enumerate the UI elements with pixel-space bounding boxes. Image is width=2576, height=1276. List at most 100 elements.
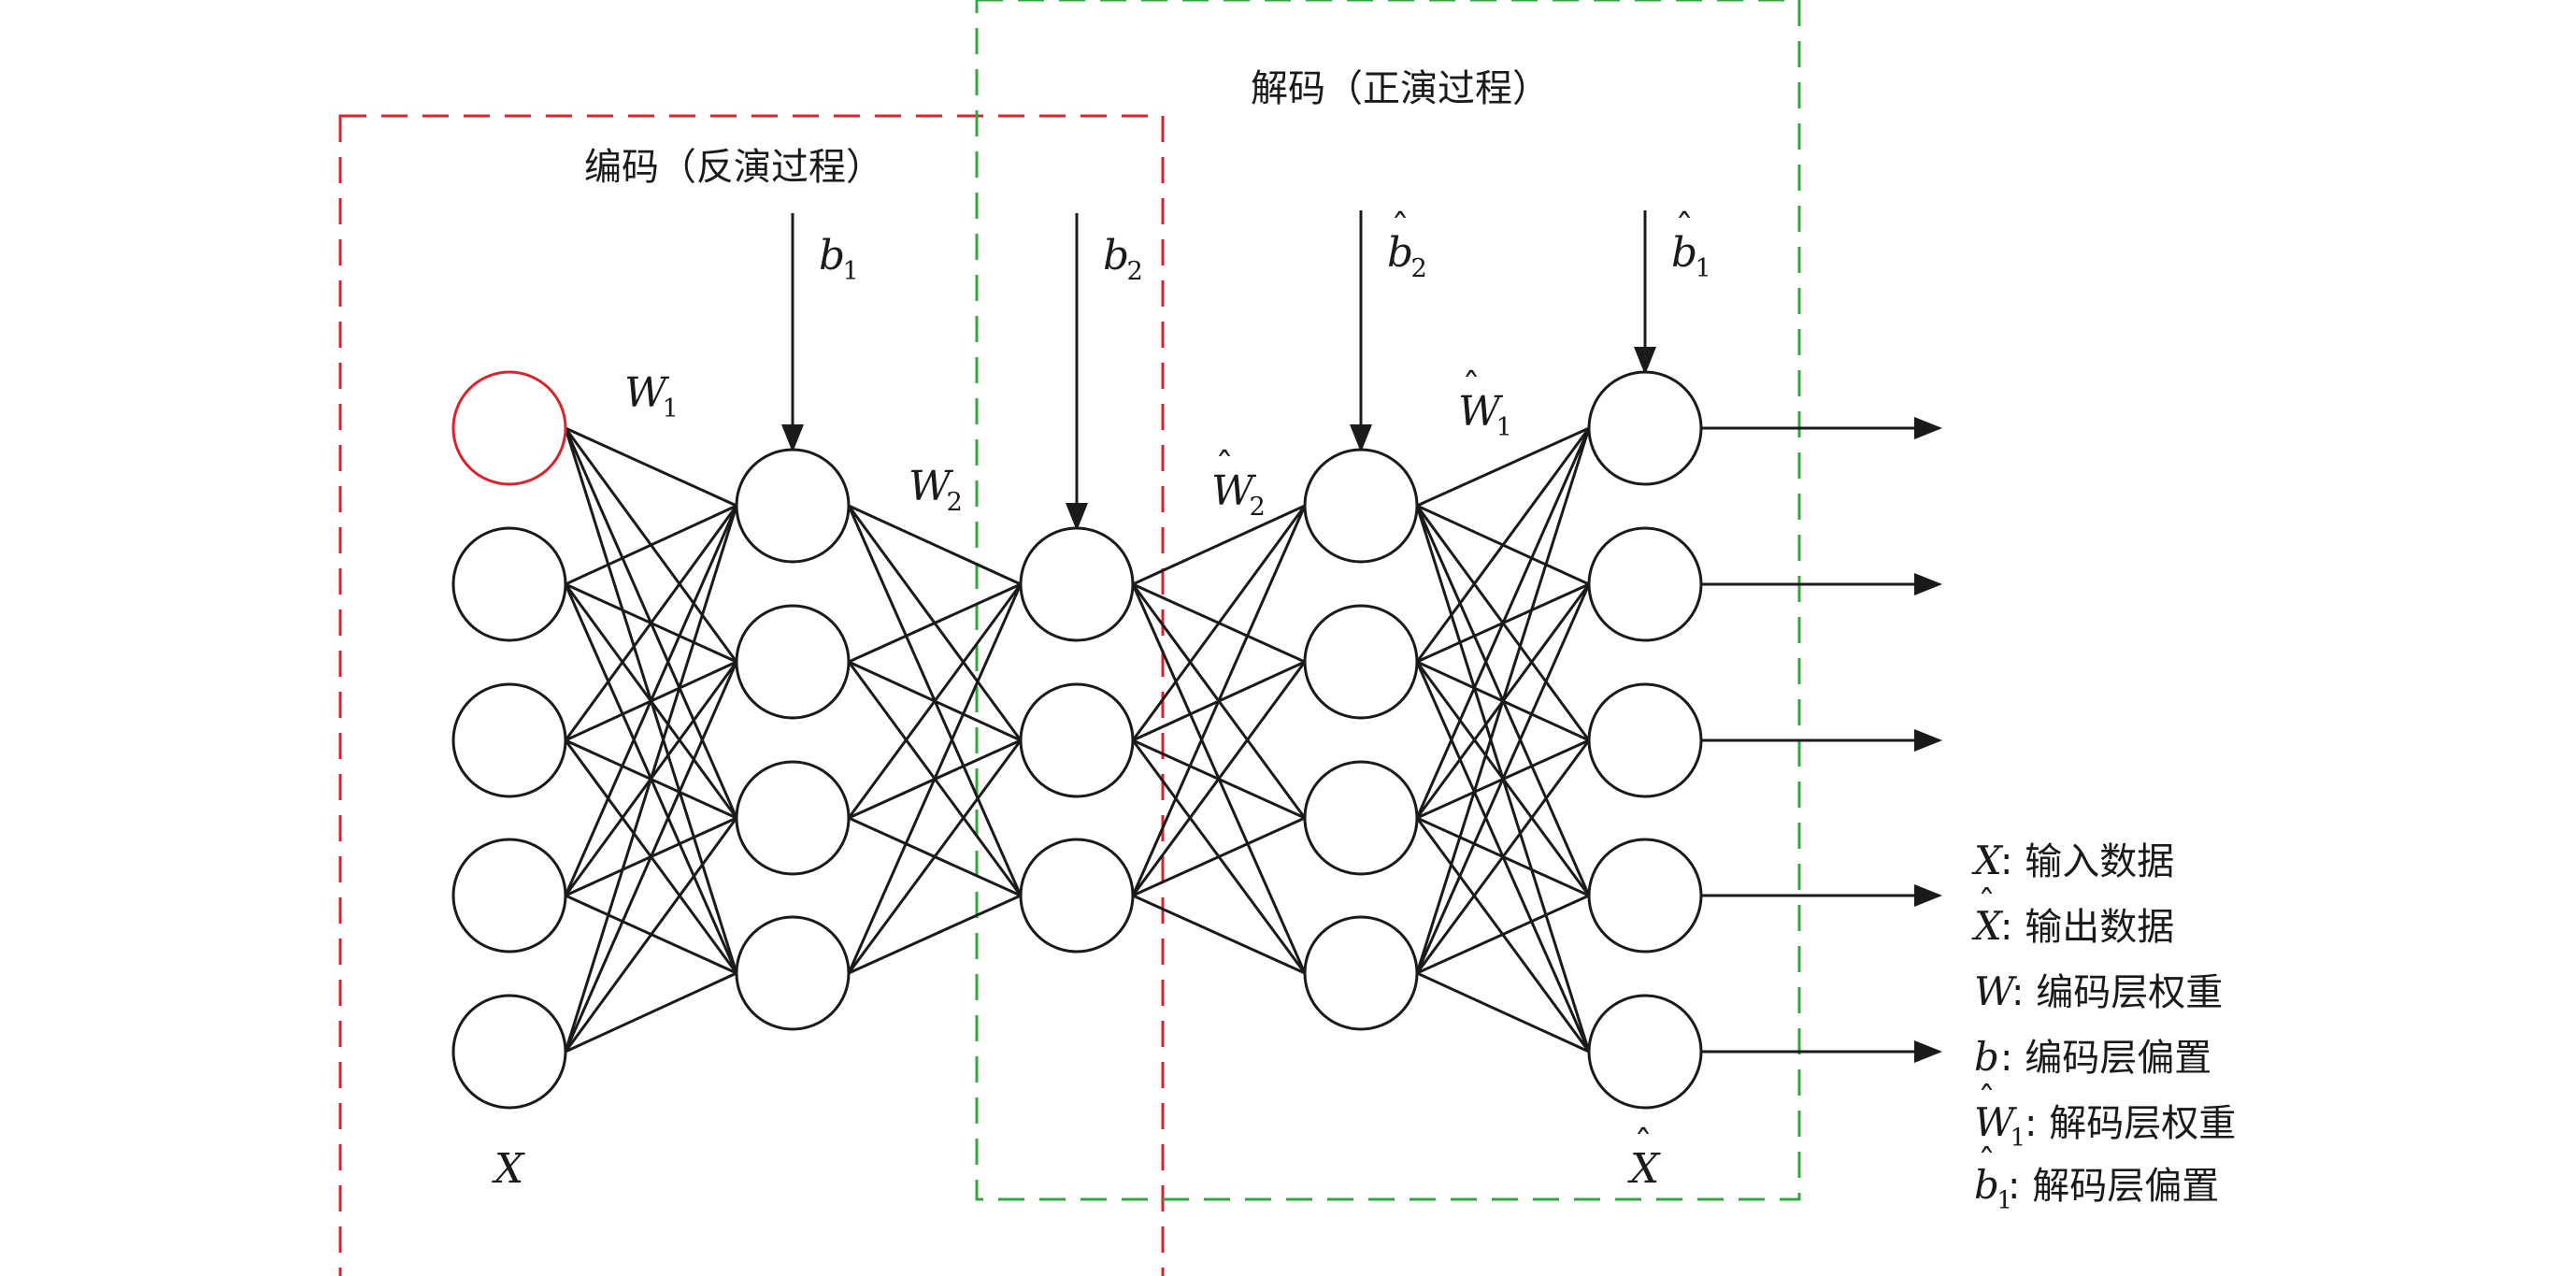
svg-text:b: b	[819, 232, 845, 280]
legend-symbol: Wˆ1	[1974, 1079, 2025, 1153]
neuron-node	[1019, 682, 1135, 798]
edge	[1416, 894, 1590, 975]
bias-label: bˆ2	[1387, 208, 1427, 283]
legend-symbol: X	[1971, 838, 2004, 883]
neuron-node	[1587, 994, 1703, 1110]
weight-label: W1	[624, 369, 679, 423]
edge	[564, 505, 738, 896]
legend-symbol: Xˆ	[1971, 882, 2004, 949]
legend-text: : 解码层权重	[2025, 1102, 2236, 1145]
edge	[1131, 505, 1307, 741]
svg-text:X: X	[1627, 1145, 1661, 1193]
svg-text:1: 1	[843, 257, 859, 286]
edge	[565, 504, 737, 586]
neuron-node	[1019, 838, 1135, 953]
hat-mark: ˆ	[1978, 882, 1996, 924]
neuron-node	[1587, 838, 1703, 953]
edge	[1132, 816, 1306, 897]
svg-text:1: 1	[662, 394, 678, 423]
legend-symbol: b	[1974, 1034, 1999, 1080]
edge	[1415, 583, 1591, 974]
hat-mark: ˆ	[1675, 208, 1694, 251]
neuron-nodes	[451, 370, 1703, 1110]
svg-text:b: b	[1671, 229, 1697, 277]
neuron-node	[735, 760, 851, 876]
decoder-box	[975, 0, 1801, 1201]
edge	[847, 583, 1023, 974]
edge	[1415, 427, 1591, 663]
bias-label: b2	[1103, 232, 1143, 286]
svg-text:1: 1	[1496, 413, 1511, 442]
encoder-title: 编码（反演过程）	[584, 146, 883, 189]
weight-label: Wˆ2	[1211, 446, 1266, 522]
legend-symbol: bˆ1	[1974, 1141, 2012, 1215]
neuron-node	[451, 682, 567, 798]
svg-text:1: 1	[2011, 1125, 2026, 1153]
neuron-node	[451, 526, 567, 642]
edge	[847, 583, 1023, 819]
edge	[1415, 427, 1591, 819]
legend-text: : 输入数据	[2000, 840, 2174, 883]
legend-entry: bˆ1: 解码层偏置	[1974, 1141, 2219, 1215]
neuron-node	[1587, 370, 1703, 486]
hat-mark: ˆ	[1634, 1124, 1653, 1167]
edge	[564, 505, 738, 741]
highlighted-input-node	[451, 370, 567, 486]
edge	[564, 817, 738, 1053]
legend-symbol: W	[1974, 968, 2018, 1014]
svg-text:X: X	[1971, 838, 2004, 883]
legend-text: : 编码层权重	[2011, 971, 2223, 1014]
edge	[1132, 504, 1306, 586]
svg-text:W: W	[1974, 1099, 2018, 1145]
neuron-node	[1303, 915, 1419, 1031]
neuron-node	[735, 915, 851, 1031]
edge	[847, 739, 1023, 974]
edge	[1131, 505, 1307, 896]
layer-label: Xˆ	[1627, 1124, 1661, 1193]
svg-text:W: W	[1458, 388, 1504, 436]
neuron-node	[735, 604, 851, 720]
legend-entry: X: 输入数据	[1971, 838, 2174, 883]
svg-text:1: 1	[1996, 1187, 2012, 1215]
edge	[1415, 427, 1591, 974]
neuron-node	[1303, 604, 1419, 720]
hat-mark: ˆ	[1215, 446, 1234, 489]
svg-text:b: b	[1387, 229, 1413, 277]
hat-mark: ˆ	[1462, 366, 1481, 409]
bias-label: b1	[819, 232, 859, 286]
neuron-node	[451, 994, 567, 1110]
svg-text:1: 1	[1696, 254, 1711, 283]
legend-text: : 输出数据	[2000, 906, 2174, 949]
edge	[1131, 661, 1307, 896]
neuron-node	[1303, 448, 1419, 564]
neuron-node	[1019, 526, 1135, 642]
svg-text:X: X	[492, 1145, 525, 1193]
legend-text: : 编码层偏置	[2000, 1037, 2211, 1080]
weight-label: W2	[909, 463, 963, 517]
edge	[1415, 739, 1591, 974]
svg-text:b: b	[1103, 232, 1129, 280]
legend-entry: Wˆ1: 解码层权重	[1974, 1079, 2236, 1153]
hat-mark: ˆ	[1978, 1079, 1996, 1120]
edge	[564, 661, 738, 1053]
svg-text:W: W	[624, 369, 670, 417]
edge	[848, 582, 1022, 664]
legend-entry: b: 编码层偏置	[1974, 1034, 2211, 1080]
svg-text:2: 2	[946, 488, 962, 517]
legend-entry: W: 编码层权重	[1974, 968, 2223, 1014]
edge	[564, 505, 738, 1053]
bias-arrows	[781, 210, 1656, 531]
svg-text:2: 2	[1127, 257, 1143, 286]
decoder-title: 解码（正演过程）	[1251, 67, 1550, 110]
edge	[848, 504, 1022, 586]
legend-entry: Xˆ: 输出数据	[1971, 882, 2174, 949]
edge	[1416, 426, 1590, 508]
svg-text:W: W	[1211, 467, 1257, 515]
weight-label: Wˆ1	[1458, 366, 1512, 442]
svg-text:b: b	[1974, 1034, 1999, 1080]
neuron-node	[735, 448, 851, 564]
edge	[1132, 894, 1306, 975]
